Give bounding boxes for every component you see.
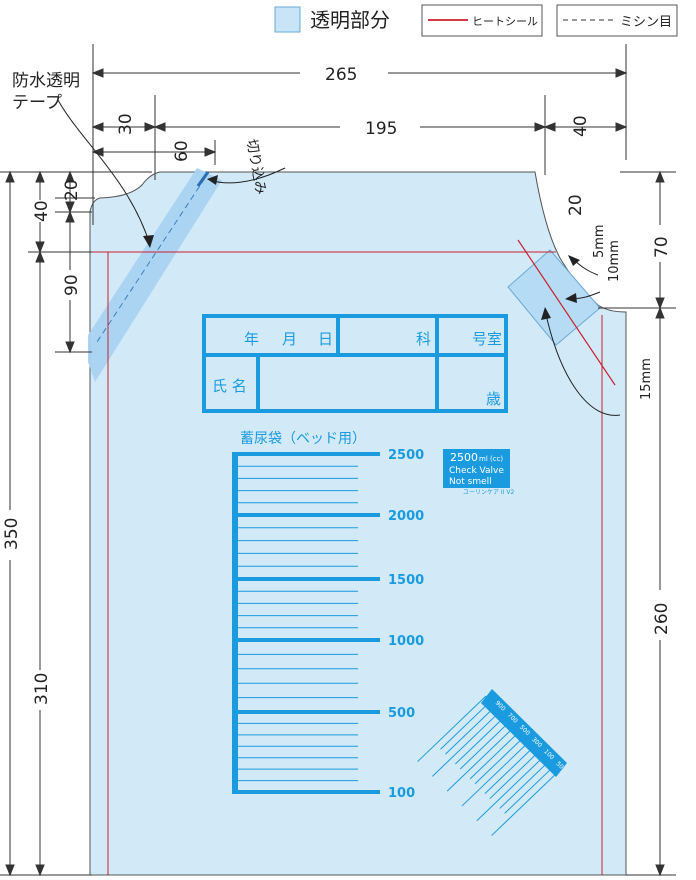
valve-label-box: 2500 ml (cc) Check Valve Not smell bbox=[443, 449, 510, 488]
angled-scale-tick bbox=[489, 749, 541, 799]
scale-label: 2000 bbox=[388, 509, 424, 524]
transparent-tape bbox=[88, 168, 222, 382]
angled-scale-tick bbox=[454, 715, 507, 765]
table-age: 歳 bbox=[486, 390, 501, 408]
angled-scale-label: 50 bbox=[555, 760, 565, 770]
table-name: 氏 名 bbox=[212, 377, 247, 395]
table-month: 月 bbox=[282, 330, 297, 348]
scale-label: 100 bbox=[388, 786, 415, 801]
legend-heat-seal-label: ヒートシール bbox=[472, 15, 538, 28]
dim-350: 350 bbox=[2, 518, 22, 550]
angled-scale-tick bbox=[499, 759, 551, 809]
dim-40-left: 40 bbox=[32, 200, 52, 222]
valve-capacity-unit: ml (cc) bbox=[479, 455, 503, 463]
info-table bbox=[202, 314, 508, 413]
angled-scale-tick bbox=[446, 725, 516, 792]
dim-310: 310 bbox=[32, 673, 52, 705]
angled-scale-tick bbox=[445, 705, 497, 755]
tape-label-line1: 防水透明 bbox=[12, 71, 80, 91]
scale-spine bbox=[232, 452, 238, 794]
dim-70: 70 bbox=[652, 236, 672, 258]
angled-scale-tick bbox=[484, 744, 536, 794]
scale-label: 500 bbox=[388, 706, 415, 721]
angled-scale-tick bbox=[491, 769, 561, 836]
dim-10mm: 10mm bbox=[607, 240, 622, 282]
angled-scale-tick bbox=[459, 720, 512, 770]
table-department: 科 bbox=[416, 330, 431, 348]
scale-label: 2500 bbox=[388, 448, 424, 463]
angled-scale-tick bbox=[474, 735, 526, 785]
leader-arrowheads bbox=[143, 175, 580, 320]
table-day: 日 bbox=[318, 330, 333, 348]
dim-40-top: 40 bbox=[571, 115, 591, 137]
tape-perforation bbox=[94, 177, 206, 346]
angled-scale-tick bbox=[440, 700, 492, 750]
angled-scale-tick bbox=[504, 764, 556, 814]
angled-scale-tick bbox=[432, 710, 502, 777]
table-room: 号室 bbox=[472, 330, 502, 348]
dim-15mm: 15mm bbox=[639, 358, 654, 400]
notch-cut bbox=[196, 171, 210, 187]
angled-scale-tick bbox=[417, 695, 487, 762]
angled-scale-tick bbox=[469, 730, 521, 780]
legend-transparent-label: 透明部分 bbox=[310, 8, 390, 32]
volume-scale: 2500 2000 1500 1000 500 100 bbox=[232, 448, 424, 801]
dim-195: 195 bbox=[365, 119, 397, 139]
dim-60: 60 bbox=[172, 140, 192, 162]
angled-scale-tick bbox=[476, 754, 546, 822]
table-year: 年 bbox=[244, 330, 259, 348]
dim-30: 30 bbox=[116, 113, 136, 135]
product-name: ユーリンケア II V2 bbox=[463, 489, 514, 496]
heat-seal-diagonal bbox=[517, 239, 616, 386]
legend-transparent-swatch bbox=[274, 6, 301, 33]
legend-perforation-label: ミシン目 bbox=[620, 15, 672, 30]
dimension-lines bbox=[0, 44, 676, 877]
valve-capacity: 2500 bbox=[450, 451, 478, 464]
dim-20-right: 20 bbox=[566, 194, 586, 216]
valve-line-3: Not smell bbox=[449, 477, 492, 487]
scale-title: 蓄尿袋（ベッド用） bbox=[240, 431, 366, 447]
legend: 透明部分 ヒートシール ミシン目 bbox=[274, 4, 678, 37]
angled-scale-band bbox=[481, 689, 567, 777]
dim-20-left: 20 bbox=[62, 179, 82, 201]
valve-line-2: Check Valve bbox=[449, 466, 504, 476]
leader-lines bbox=[57, 99, 621, 416]
scale-label: 1500 bbox=[388, 573, 424, 588]
dim-90: 90 bbox=[62, 274, 82, 296]
dim-260: 260 bbox=[652, 603, 672, 635]
dim-5mm: 5mm bbox=[592, 224, 607, 258]
scale-label: 1000 bbox=[388, 634, 424, 649]
tape-label-line2: テープ bbox=[12, 93, 62, 113]
angled-scale-tick bbox=[461, 740, 531, 807]
dim-265: 265 bbox=[325, 65, 357, 85]
